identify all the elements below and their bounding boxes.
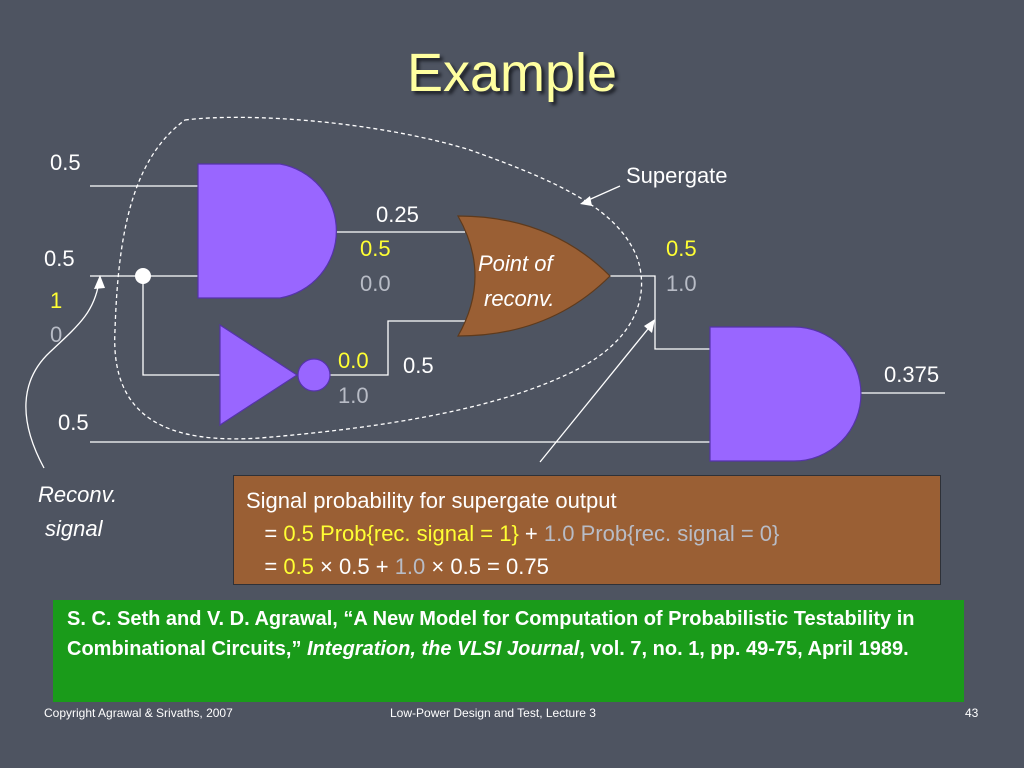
input-a-probability: 0.5	[50, 150, 81, 175]
not-gate	[219, 323, 299, 427]
formula-gray-value: 1.0	[543, 521, 575, 546]
not-output-probability: 0.5	[403, 353, 434, 378]
formula-middle-term: × 0.5 +	[320, 554, 389, 579]
arrowhead-supergate	[580, 196, 592, 206]
input-b-value-zero: 0	[50, 322, 63, 347]
footer-lecture: Low-Power Design and Test, Lecture 3	[390, 706, 596, 720]
point-of-reconv-line2: reconv.	[484, 286, 555, 311]
supergate-boundary	[114, 116, 643, 440]
and-output-probability: 0.25	[376, 202, 419, 227]
arrowhead-point-of-reconv	[644, 319, 655, 333]
formula-gray-value-2: 1.0	[394, 554, 426, 579]
arrow-point-of-reconv	[539, 323, 653, 463]
footer-copyright: Copyright Agrawal & Srivaths, 2007	[44, 706, 233, 720]
reference-authors-title: S. C. Seth and V. D. Agrawal, “A New Mod…	[67, 608, 915, 660]
formula-line-1: Signal probability for supergate output	[246, 488, 617, 513]
reference-box: S. C. Seth and V. D. Agrawal, “A New Mod…	[53, 600, 964, 702]
and-gate-2	[709, 326, 862, 462]
and-gate-1	[197, 163, 337, 299]
reconv-signal-line1: Reconv.	[38, 482, 118, 507]
formula-line-3: = 0.5 × 0.5 + 1.0 × 0.5 = 0.75	[246, 550, 928, 583]
input-c-probability: 0.5	[58, 410, 89, 435]
formula-equals: =	[264, 521, 278, 546]
footer-page-number: 43	[965, 706, 979, 720]
and-output-conditional-zero: 0.0	[360, 271, 391, 296]
formula-plus: +	[524, 521, 538, 546]
reference-journal: Integration, the VLSI Journal	[307, 638, 580, 660]
formula-box: Signal probability for supergate output …	[233, 475, 941, 585]
formula-yellow-value-2: 0.5	[283, 554, 314, 579]
point-of-reconv-line1: Point of	[478, 251, 553, 276]
supergate-label: Supergate	[626, 163, 728, 188]
not-output-conditional-zero: 1.0	[338, 383, 369, 408]
wire-branch-to-not	[142, 276, 220, 376]
not-gate-bubble	[297, 358, 331, 392]
reference-details: , vol. 7, no. 1, pp. 49-75, April 1989.	[579, 638, 909, 660]
formula-gray-term: Prob{rec. signal = 0}	[580, 521, 780, 546]
arrow-reconv-signal	[25, 281, 100, 469]
not-output-conditional-one: 0.0	[338, 348, 369, 373]
formula-equals-2: =	[264, 554, 278, 579]
reconv-signal-line2: signal	[45, 516, 103, 541]
input-b-probability: 0.5	[44, 246, 75, 271]
slide-title: Example	[406, 43, 618, 103]
final-output-probability: 0.375	[884, 362, 940, 387]
or-gate-point-of-reconv	[456, 215, 611, 337]
wire-or-to-and2	[610, 275, 710, 350]
fanout-junction-dot	[135, 268, 151, 284]
or-output-conditional-one: 0.5	[666, 236, 697, 261]
or-output-conditional-zero: 1.0	[666, 271, 697, 296]
formula-yellow-term: Prob{rec. signal = 1}	[320, 521, 519, 546]
input-b-value-one: 1	[50, 288, 63, 313]
formula-result: × 0.5 = 0.75	[431, 554, 549, 579]
formula-yellow-value: 0.5	[283, 521, 314, 546]
formula-line-2: = 0.5 Prob{rec. signal = 1} + 1.0 Prob{r…	[246, 517, 928, 550]
and-output-conditional-one: 0.5	[360, 236, 391, 261]
wire-not-to-or	[330, 320, 468, 376]
arrowhead-reconv-signal	[94, 275, 105, 289]
